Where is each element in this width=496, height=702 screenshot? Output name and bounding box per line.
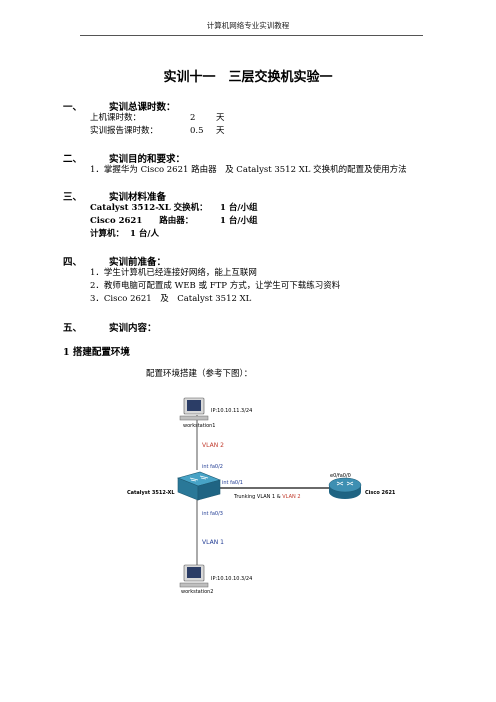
workstation2-icon [179,564,209,588]
trunk-label: Trunking VLAN 1 & VLAN 2 [233,494,301,500]
int-fa02-label: int fa0/2 [202,464,223,470]
material-row: Cisco 2621 路由器： 1 台/小组 [90,215,257,227]
section-number: 三、 [63,192,83,203]
trunk-label-a: Trunking VLAN 1 & [233,494,281,500]
material-name: Cisco 2621 路由器： [90,216,194,226]
material-qty: 1 台/小组 [220,203,258,213]
section-1-heading: 一、 实训总课时数： [63,99,176,113]
vlan2-label: VLAN 2 [202,442,224,449]
section-4-heading: 四、 实训前准备： [63,254,166,268]
hours-label: 实训报告课时数： [90,126,159,136]
hours-row-1: 上机课时数： 2 天 [90,112,225,124]
ws1-ip: IP:10.10.11.3/24 [211,408,252,414]
section-5-heading: 五、 实训内容： [63,320,157,334]
router-label: Cisco 2621 [365,490,396,496]
material-qty: 1 台/人 [130,229,159,239]
page-header: 计算机网络专业实训教程 [206,21,290,30]
section-number: 二、 [63,154,83,165]
hours-label: 上机课时数： [90,113,142,123]
hours-value: 2 [190,113,196,123]
workstation1-icon [179,397,209,421]
subsection-heading: 1 搭建配置环境 [63,347,130,358]
section-title: 实训总课时数： [109,102,176,113]
switch-icon [177,471,221,501]
section-title: 实训材料准备 [109,192,167,203]
ws2-label: workstation2 [181,589,214,595]
section-title: 实训内容： [109,323,157,334]
material-row: Catalyst 3512-XL 交换机： 1 台/小组 [90,202,257,214]
section-title: 实训目的和要求： [109,154,186,165]
prep-item: 3．Cisco 2621 及 Catalyst 3512 XL [90,294,252,304]
trunk-label-b: VLAN 2 [282,494,300,500]
material-qty: 1 台/小组 [220,216,258,226]
vlan1-label: VLAN 1 [202,539,224,546]
material-row: 计算机： 1 台/人 [90,228,159,240]
router-interface: e0/fa0/0 [330,473,351,479]
hours-value: 0.5 [190,126,204,136]
switch-label: Catalyst 3512-XL [127,490,175,496]
section-number: 一、 [63,102,83,113]
int-fa03-label: int fa0/3 [202,511,223,517]
section-number: 五、 [63,323,83,334]
int-fa01-label: int fa0/1 [222,480,243,486]
section-number: 四、 [63,257,83,268]
section-3-heading: 三、 实训材料准备 [63,189,166,203]
router-icon [328,477,362,499]
material-name: 计算机： [90,229,125,239]
prep-item: 1．学生计算机已经连接好网络，能上互联网 [90,268,257,278]
hours-unit: 天 [216,126,225,136]
header-rule [80,35,423,36]
section-2-heading: 二、 实训目的和要求： [63,151,185,165]
ws2-ip: IP:10.10.10.3/24 [211,576,252,582]
section-title: 实训前准备： [109,257,167,268]
page-title: 实训十一 三层交换机实验一 [163,70,333,85]
objective-line: 1．掌握华为 Cisco 2621 路由器 及 Catalyst 3512 XL… [90,165,407,175]
hours-unit: 天 [216,113,225,123]
hours-row-2: 实训报告课时数： 0.5 天 [90,125,225,137]
material-name: Catalyst 3512-XL 交换机： [90,203,208,213]
prep-item: 2．教师电脑可配置成 WEB 或 FTP 方式，让学生可下载练习资料 [90,281,341,291]
diagram-caption: 配置环境搭建（参考下图）： [146,369,253,379]
ws1-label: workstation1 [183,423,216,429]
